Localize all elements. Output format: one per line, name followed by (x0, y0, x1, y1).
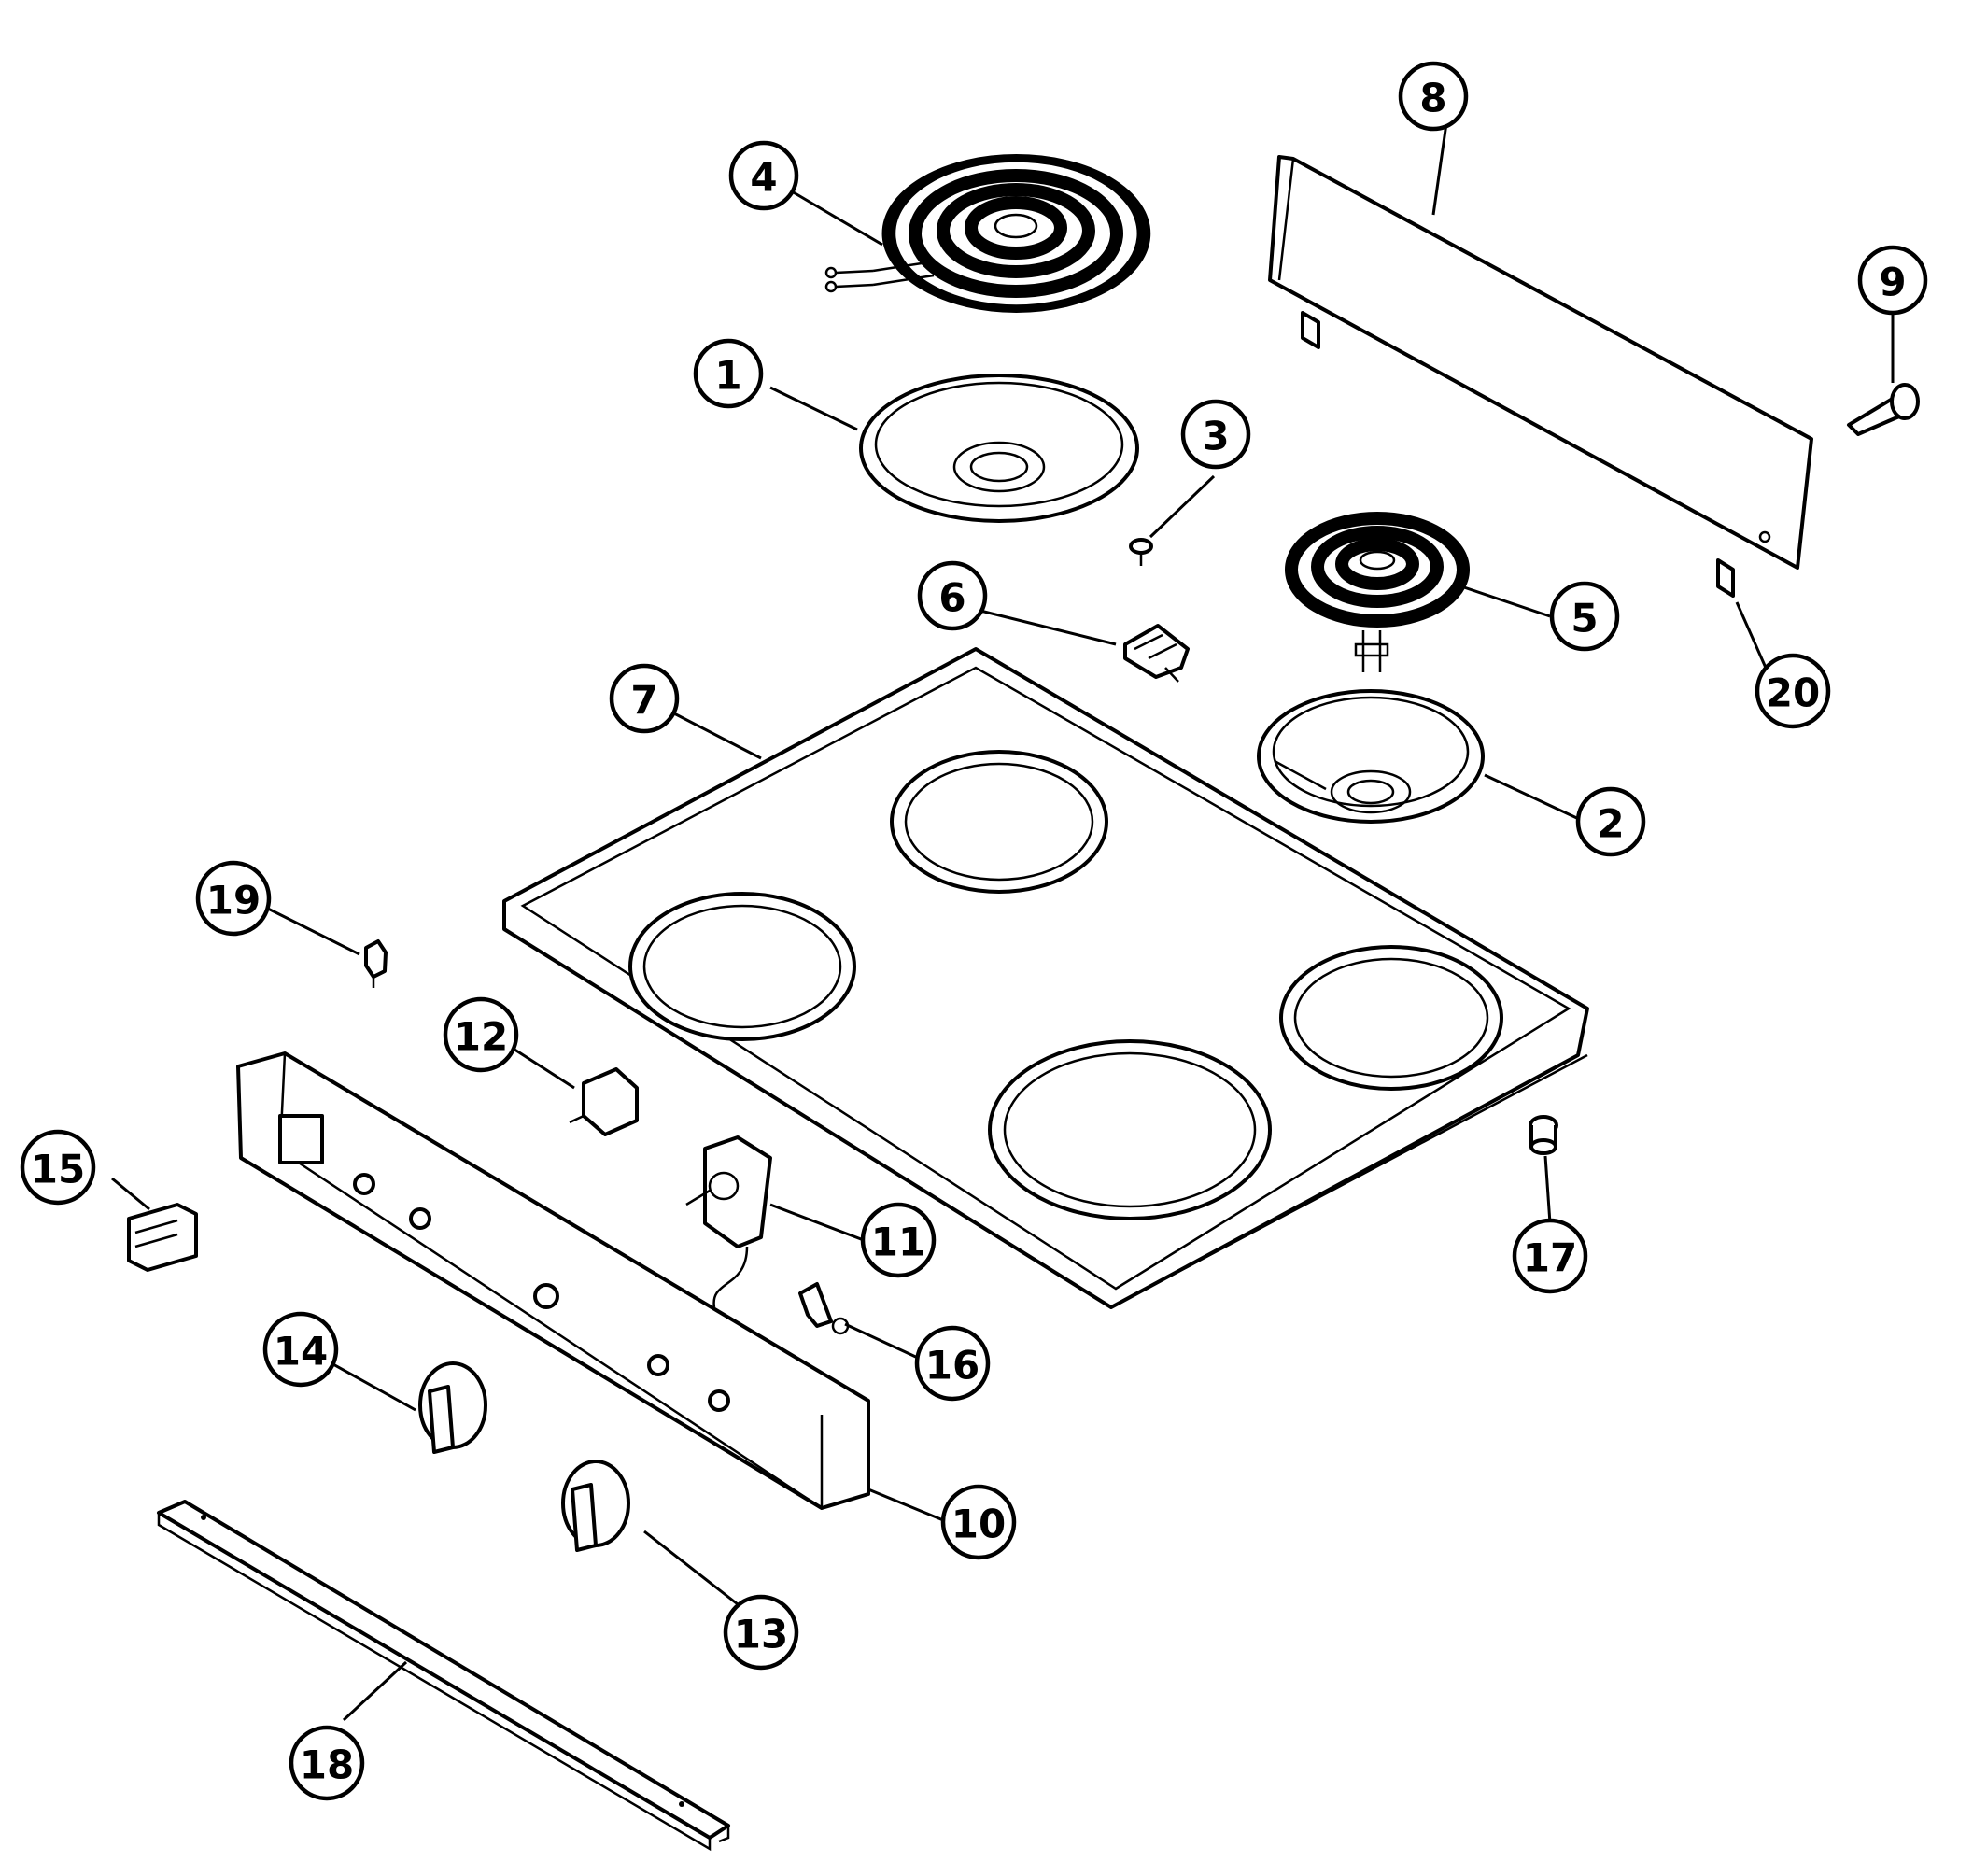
callout-1-label: 1 (714, 353, 741, 399)
callout-13: 13 (723, 1594, 799, 1671)
callout-15-label: 15 (31, 1147, 85, 1192)
callout-14: 14 (262, 1311, 339, 1388)
drip-bowl-large (859, 374, 1139, 523)
callout-12: 12 (443, 996, 519, 1073)
leader-lines (111, 122, 1895, 1722)
callout-5: 5 (1549, 581, 1620, 652)
callout-9: 9 (1857, 245, 1928, 316)
callout-10-label: 10 (951, 1502, 1006, 1547)
element-switch (569, 1067, 639, 1136)
rubber-bumper (1847, 383, 1920, 436)
burner-receptacle-bracket (1123, 624, 1190, 683)
main-cooktop (502, 647, 1589, 1309)
callout-12-label: 12 (454, 1014, 508, 1060)
callout-17: 17 (1512, 1218, 1588, 1294)
switch-clip (798, 1282, 850, 1335)
callout-19: 19 (195, 860, 272, 937)
callout-3: 3 (1180, 399, 1251, 470)
callout-14-label: 14 (274, 1329, 328, 1375)
leveling-foot (1529, 1115, 1558, 1155)
drip-bowl-small (1257, 689, 1485, 824)
callout-20-label: 20 (1766, 670, 1820, 716)
control-knob-right (561, 1460, 630, 1552)
callout-20: 20 (1755, 653, 1831, 729)
surface-element-large (824, 154, 1151, 313)
callout-2-label: 2 (1597, 801, 1624, 847)
control-knob-left (418, 1361, 487, 1454)
infinite-switch (685, 1135, 772, 1308)
callout-19-label: 19 (206, 878, 261, 924)
callout-2: 2 (1575, 786, 1646, 857)
front-trim-strip (157, 1500, 730, 1852)
surface-element-small (1285, 512, 1470, 672)
callout-13-label: 13 (734, 1612, 788, 1657)
callout-18-label: 18 (300, 1742, 354, 1788)
control-panel (236, 1051, 870, 1510)
callout-10: 10 (940, 1484, 1017, 1560)
callout-7-label: 7 (630, 678, 657, 724)
callout-15: 15 (20, 1129, 96, 1206)
indicator-light (127, 1203, 198, 1272)
screw (1129, 538, 1153, 566)
callout-16-label: 16 (925, 1343, 979, 1389)
callout-8-label: 8 (1419, 76, 1446, 121)
callout-16: 16 (914, 1325, 991, 1402)
callout-9-label: 9 (1879, 260, 1906, 305)
callout-3-label: 3 (1202, 414, 1229, 459)
callout-7: 7 (609, 663, 680, 734)
callout-17-label: 17 (1523, 1235, 1577, 1281)
callout-11-label: 11 (871, 1220, 925, 1265)
backguard-panel (1268, 155, 1813, 598)
callout-5-label: 5 (1571, 596, 1598, 642)
callout-6: 6 (917, 560, 988, 631)
callout-18: 18 (289, 1725, 365, 1801)
mounting-clip (364, 939, 388, 988)
callout-1: 1 (693, 338, 764, 409)
callout-6-label: 6 (938, 575, 965, 621)
callout-8: 8 (1398, 61, 1469, 132)
callout-4: 4 (728, 140, 799, 211)
callout-11: 11 (860, 1202, 937, 1278)
callout-4-label: 4 (750, 155, 777, 201)
